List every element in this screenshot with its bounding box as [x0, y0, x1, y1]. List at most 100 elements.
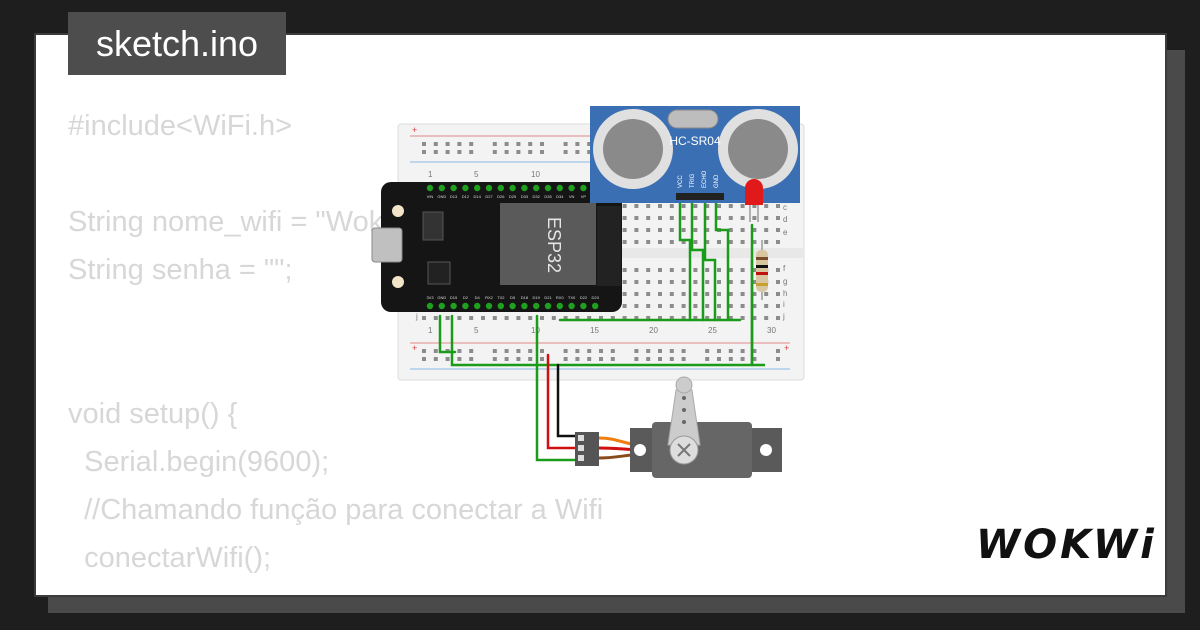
esp-pin-bottom [450, 302, 457, 310]
breadboard-hole [764, 304, 769, 308]
breadboard-hole [599, 357, 603, 361]
breadboard-hole [516, 357, 521, 361]
esp-pin-label: VIN [427, 194, 434, 199]
esp-pin-label: D5 [510, 295, 516, 300]
breadboard-hole [705, 228, 710, 232]
esp-pin-bottom [497, 302, 504, 310]
wires [438, 196, 765, 462]
breadboard-hole [669, 204, 674, 208]
breadboard-hole [669, 216, 674, 220]
esp-pin-label: D22 [580, 295, 588, 300]
esp-pin-bottom [485, 302, 493, 310]
wire-gnd-sensor [714, 196, 730, 322]
esp-pin-label: D33 [521, 194, 529, 199]
breadboard-hole [646, 316, 651, 320]
breadboard-hole [422, 357, 426, 361]
wire-gnd [438, 314, 457, 354]
breadboard-hole [693, 280, 698, 284]
esp-pin-label: D32 [533, 194, 541, 199]
row-letter: i [783, 300, 785, 309]
breadboard-hole [705, 349, 710, 353]
breadboard-hole [551, 316, 556, 320]
breadboard-hole [622, 304, 627, 308]
esp-pin-label: TX2 [497, 295, 505, 300]
breadboard-hole [740, 204, 745, 208]
esp-pin-label: D26 [497, 194, 505, 199]
breadboard-hole [587, 150, 592, 154]
col-number-bottom: 5 [474, 326, 479, 335]
esp-pin-label: GND [437, 194, 446, 199]
breadboard-hole [563, 142, 568, 146]
esp-pin-top [533, 184, 540, 192]
breadboard-hole [728, 280, 733, 284]
breadboard-hole [728, 349, 733, 353]
breadboard-hole [634, 268, 639, 272]
sensor-pin-label: ECHO [702, 170, 708, 188]
breadboard-hole [646, 304, 651, 308]
esp-pin-label: VP [581, 194, 587, 199]
breadboard-hole [752, 304, 757, 308]
breadboard-hole [681, 349, 686, 353]
breadboard-hole [740, 240, 745, 244]
esp-pin-bottom [568, 302, 575, 310]
breadboard-hole [776, 228, 780, 232]
col-number-top: 1 [428, 170, 433, 179]
breadboard-hole [622, 268, 627, 272]
breadboard-hole [622, 292, 627, 296]
breadboard-hole [646, 292, 651, 296]
breadboard-hole [599, 349, 603, 353]
breadboard-hole [469, 349, 474, 353]
breadboard-hole [776, 240, 780, 244]
breadboard-hole [764, 228, 769, 232]
breadboard-hole [764, 240, 769, 244]
breadboard-hole [728, 240, 733, 244]
esp-pin-label: VN [569, 194, 575, 199]
breadboard-hole [433, 142, 438, 146]
breadboard-hole [540, 150, 544, 154]
breadboard-hole [563, 357, 568, 361]
breadboard-hole [693, 240, 698, 244]
esp-pin-label: D25 [509, 194, 517, 199]
breadboard-hole [610, 316, 615, 320]
wire-servo-black [556, 363, 577, 438]
resistor [756, 240, 768, 300]
breadboard-hole [504, 316, 509, 320]
breadboard-hole [669, 280, 674, 284]
breadboard-hole [646, 228, 651, 232]
col-number-top: 10 [531, 170, 540, 179]
col-number-bottom: 1 [428, 326, 433, 335]
breadboard-hole [634, 204, 639, 208]
breadboard-hole [492, 349, 497, 353]
wokwi-logo: WOKWi [976, 522, 1157, 568]
breadboard-hole [728, 268, 733, 272]
esp32-chip-label: ESP32 [544, 217, 564, 273]
esp-pin-top [544, 184, 552, 192]
breadboard-hole [575, 142, 580, 146]
breadboard-hole [752, 204, 757, 208]
esp-pin-label: D2 [463, 295, 469, 300]
breadboard-hole [504, 349, 509, 353]
breadboard-hole [433, 316, 438, 320]
breadboard-hole [693, 268, 698, 272]
breadboard-hole [540, 349, 544, 353]
breadboard-hole [776, 204, 780, 208]
breadboard-hole [445, 150, 450, 154]
sensor-pin-label: VCC [678, 175, 684, 188]
esp-pin-top [497, 184, 504, 192]
esp-pin-bottom [580, 302, 587, 310]
breadboard-hole [575, 349, 580, 353]
breadboard-hole [705, 304, 710, 308]
esp-pin-bottom [438, 302, 445, 310]
breadboard-hole [575, 357, 580, 361]
row-letter: h [783, 289, 787, 298]
breadboard-hole [752, 280, 757, 284]
breadboard-hole [422, 349, 426, 353]
breadboard-hole [646, 240, 651, 244]
breadboard-hole [622, 228, 627, 232]
breadboard-hole [646, 268, 651, 272]
esp-pin-bottom [474, 302, 481, 310]
breadboard-hole [658, 240, 662, 244]
breadboard-hole [717, 240, 721, 244]
esp-pin-label: RX2 [485, 295, 494, 300]
red-led [745, 179, 763, 222]
